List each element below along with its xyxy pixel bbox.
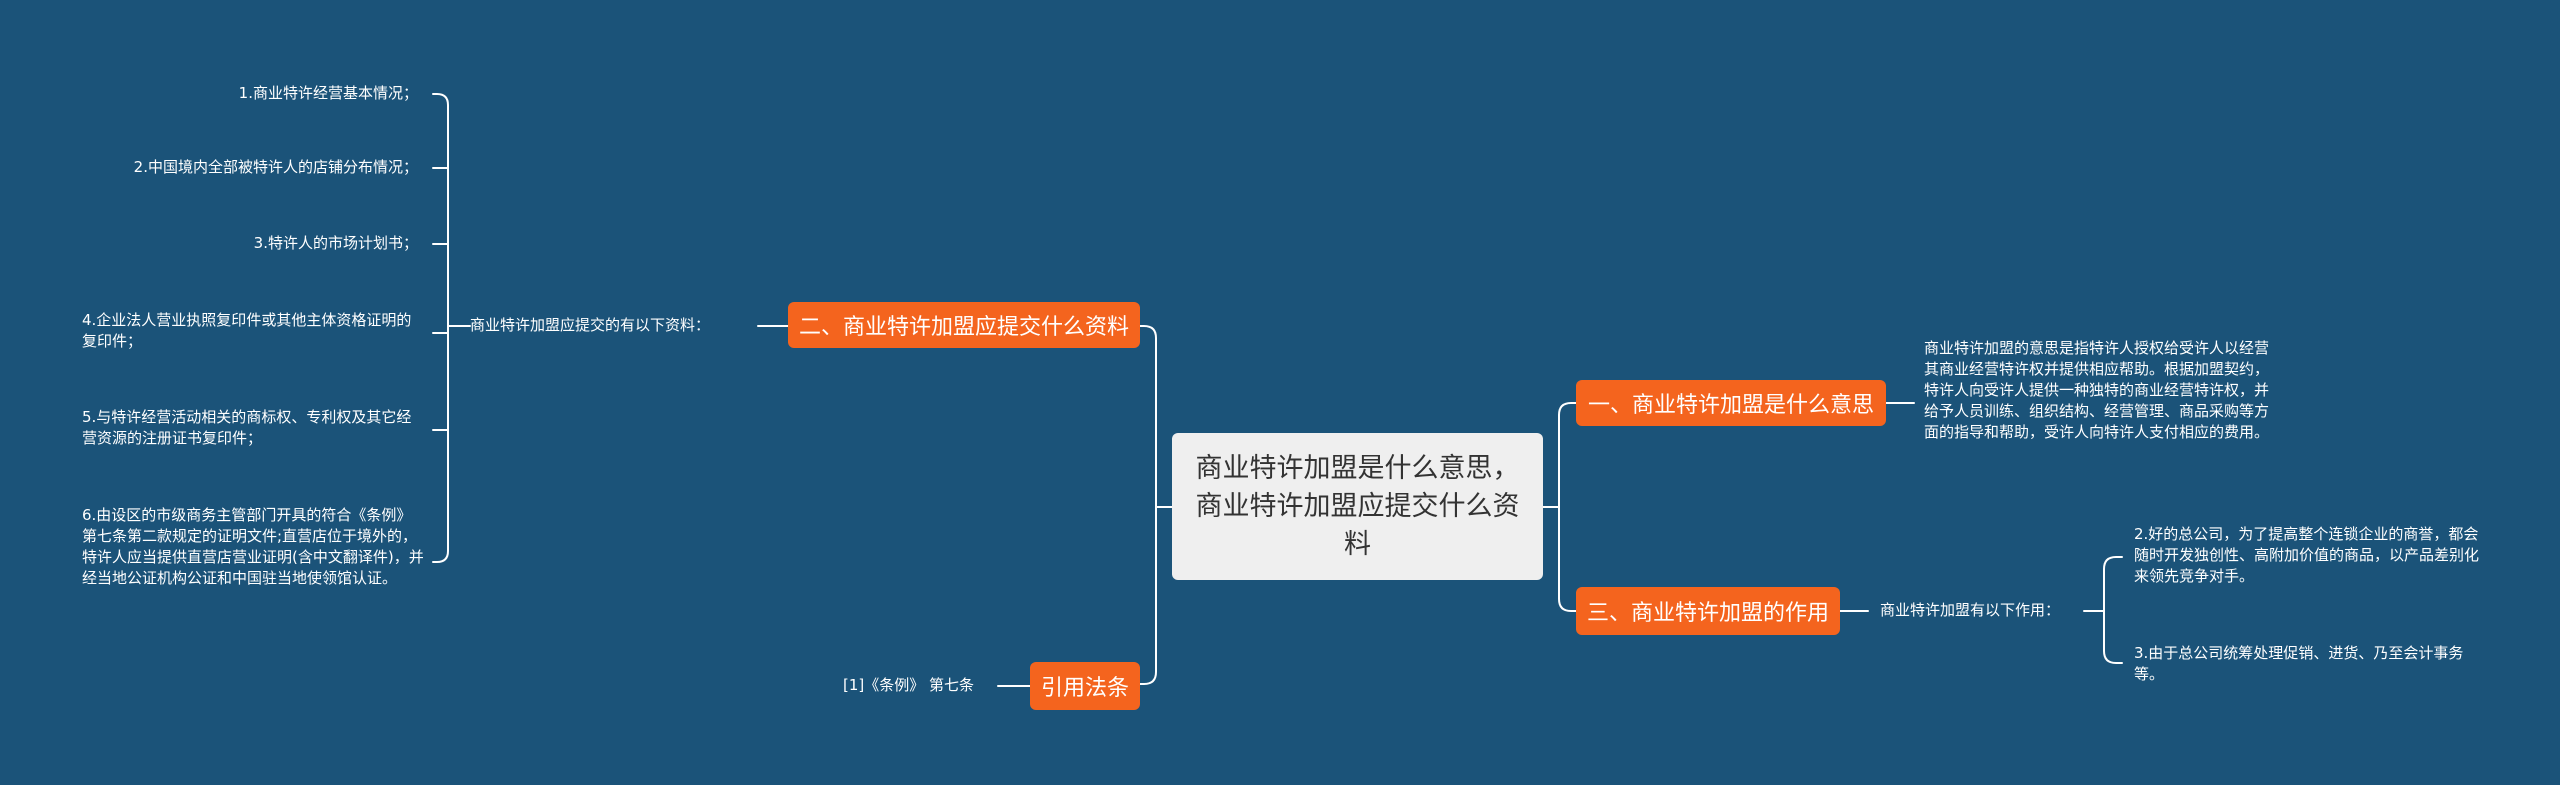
connector-items-bracket (432, 93, 449, 563)
materials-item-3: 3.特许人的市场计划书； (130, 233, 418, 254)
materials-intro-text: 商业特许加盟应提交的有以下资料： (470, 316, 711, 334)
role-intro-text: 商业特许加盟有以下作用： (1880, 601, 2061, 619)
connector-left-trunk (1139, 325, 1157, 685)
branch-cite[interactable]: 引用法条 (1030, 662, 1140, 710)
meaning-text-body: 商业特许加盟的意思是指特许人授权给受许人以经营其商业经营特许权并提供相应帮助。根… (1924, 339, 2270, 441)
branch-meaning-title: 一、商业特许加盟是什么意思 (1587, 393, 1874, 418)
branch-cite-title: 引用法条 (1040, 676, 1129, 701)
materials-item-6: 6.由设区的市级商务主管部门开具的符合《条例》第七条第二款规定的证明文件;直营店… (82, 505, 424, 589)
cite-item-text: [1]《条例》 第七条 (843, 676, 975, 694)
branch-materials[interactable]: 二、商业特许加盟应提交什么资料 (788, 302, 1140, 348)
branch-materials-title: 二、商业特许加盟应提交什么资料 (798, 315, 1129, 340)
materials-item-2-text: 2.中国境内全部被特许人的店铺分布情况； (133, 158, 418, 176)
role-item-2-text: 2.好的总公司，为了提高整个连锁企业的商誉，都会随时开发独创性、高附加价值的商品… (2134, 525, 2480, 585)
role-item-3-text: 3.由于总公司统筹处理促销、进货、乃至会计事务等。 (2134, 644, 2464, 683)
meaning-text: 商业特许加盟的意思是指特许人授权给受许人以经营其商业经营特许权并提供相应帮助。根… (1924, 338, 2272, 443)
branch-meaning[interactable]: 一、商业特许加盟是什么意思 (1576, 380, 1886, 426)
cite-item: [1]《条例》 第七条 (843, 675, 974, 696)
branch-role-title: 三、商业特许加盟的作用 (1586, 601, 1829, 626)
root-topic-title: 商业特许加盟是什么意思，商业特许加盟应提交什么资料 (1195, 452, 1520, 560)
materials-intro: 商业特许加盟应提交的有以下资料： (470, 315, 710, 336)
materials-item-1: 1.商业特许经营基本情况； (130, 83, 418, 104)
role-intro: 商业特许加盟有以下作用： (1880, 600, 2060, 621)
role-item-3: 3.由于总公司统筹处理促销、进货、乃至会计事务等。 (2134, 643, 2479, 685)
branch-role[interactable]: 三、商业特许加盟的作用 (1576, 587, 1840, 635)
materials-item-2: 2.中国境内全部被特许人的店铺分布情况； (60, 157, 418, 178)
materials-item-3-text: 3.特许人的市场计划书； (253, 234, 418, 252)
materials-item-4-text: 4.企业法人营业执照复印件或其他主体资格证明的复印件； (82, 311, 412, 350)
materials-item-4: 4.企业法人营业执照复印件或其他主体资格证明的复印件； (82, 310, 424, 352)
materials-item-6-text: 6.由设区的市级商务主管部门开具的符合《条例》第七条第二款规定的证明文件;直营店… (82, 506, 424, 587)
materials-item-1-text: 1.商业特许经营基本情况； (238, 84, 418, 102)
materials-item-5: 5.与特许经营活动相关的商标权、专利权及其它经营资源的注册证书复印件； (82, 407, 424, 449)
connector-right-trunk (1558, 402, 1577, 612)
role-item-2: 2.好的总公司，为了提高整个连锁企业的商誉，都会随时开发独创性、高附加价值的商品… (2134, 524, 2479, 587)
materials-item-5-text: 5.与特许经营活动相关的商标权、专利权及其它经营资源的注册证书复印件； (82, 408, 412, 447)
connector-role-items (2103, 556, 2123, 664)
root-topic[interactable]: 商业特许加盟是什么意思，商业特许加盟应提交什么资料 (1172, 433, 1543, 580)
